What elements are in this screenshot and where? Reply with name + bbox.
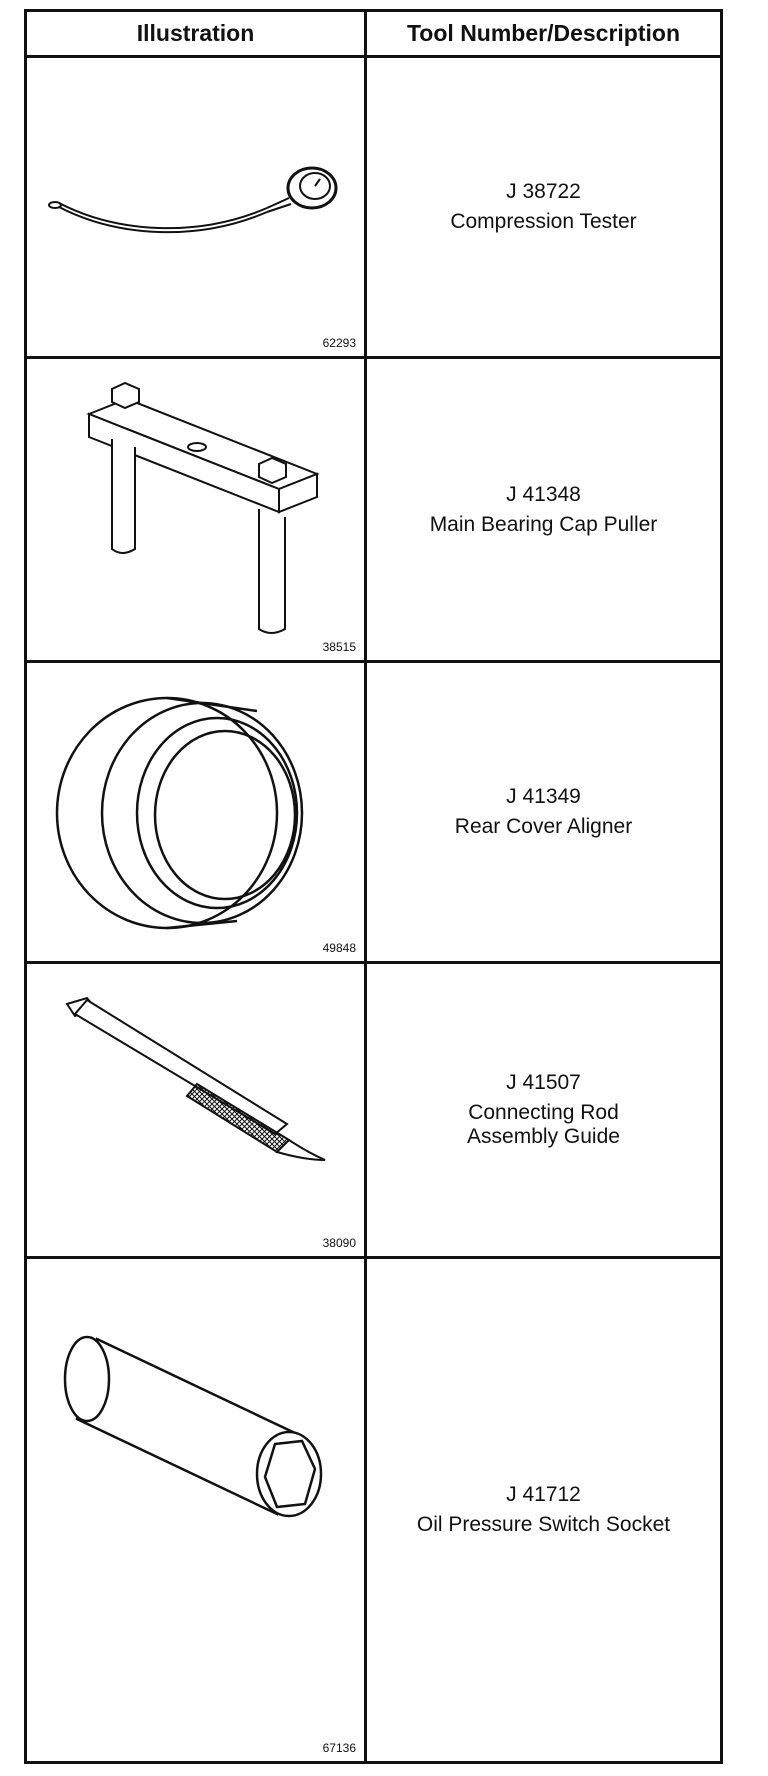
table-header: Illustration Tool Number/Description <box>27 12 720 58</box>
rear-cover-aligner-icon <box>55 696 304 930</box>
switch-socket-icon <box>63 1335 323 1518</box>
description-cell: J 41507 Connecting Rod Assembly Guide <box>367 964 720 1256</box>
header-illustration: Illustration <box>27 12 367 55</box>
rod-guide-icon <box>65 996 326 1161</box>
figure-number: 38090 <box>322 1236 356 1250</box>
header-description: Tool Number/Description <box>406 20 681 46</box>
tool-number: J 41349 <box>506 785 581 808</box>
tools-table: Illustration Tool Number/Description 622… <box>24 9 723 1764</box>
illustration-cell: 38515 <box>27 359 367 660</box>
illustration-cell: 49848 <box>27 663 367 961</box>
description-cell: J 41349 Rear Cover Aligner <box>367 663 720 961</box>
illustration-cell: 38090 <box>27 964 367 1256</box>
figure-number: 67136 <box>322 1741 356 1755</box>
description-cell: J 41348 Main Bearing Cap Puller <box>367 359 720 660</box>
table-row: 62293 J 38722 Compression Tester <box>27 58 720 359</box>
figure-number: 38515 <box>322 640 356 654</box>
tool-number: J 41712 <box>506 1483 581 1506</box>
tool-description: Connecting Rod <box>468 1101 619 1124</box>
tool-description: Rear Cover Aligner <box>454 815 633 838</box>
table-row: 38515 J 41348 Main Bearing Cap Puller <box>27 359 720 663</box>
table-row: 49848 J 41349 Rear Cover Aligner <box>27 663 720 964</box>
tool-number: J 41348 <box>506 482 581 506</box>
illustration-cell: 67136 <box>27 1259 367 1761</box>
table-row: 38090 J 41507 Connecting Rod Assembly Gu… <box>27 964 720 1259</box>
tool-description: Compression Tester <box>450 210 637 233</box>
description-cell: J 41712 Oil Pressure Switch Socket <box>367 1259 720 1761</box>
bearing-cap-puller-icon <box>86 381 320 634</box>
description-cell: J 38722 Compression Tester <box>367 58 720 356</box>
tool-number: J 38722 <box>506 180 581 203</box>
tool-description: Main Bearing Cap Puller <box>429 512 658 536</box>
tool-description: Oil Pressure Switch Socket <box>416 1513 671 1536</box>
tool-number: J 41507 <box>506 1071 581 1094</box>
illustration-cell: 62293 <box>27 58 367 356</box>
figure-number: 49848 <box>322 941 356 955</box>
tool-description: Assembly Guide <box>467 1125 620 1148</box>
figure-number: 62293 <box>322 336 356 350</box>
compression-tester-icon <box>48 166 338 234</box>
table-row: 67136 J 41712 Oil Pressure Switch Socket <box>27 1259 720 1761</box>
